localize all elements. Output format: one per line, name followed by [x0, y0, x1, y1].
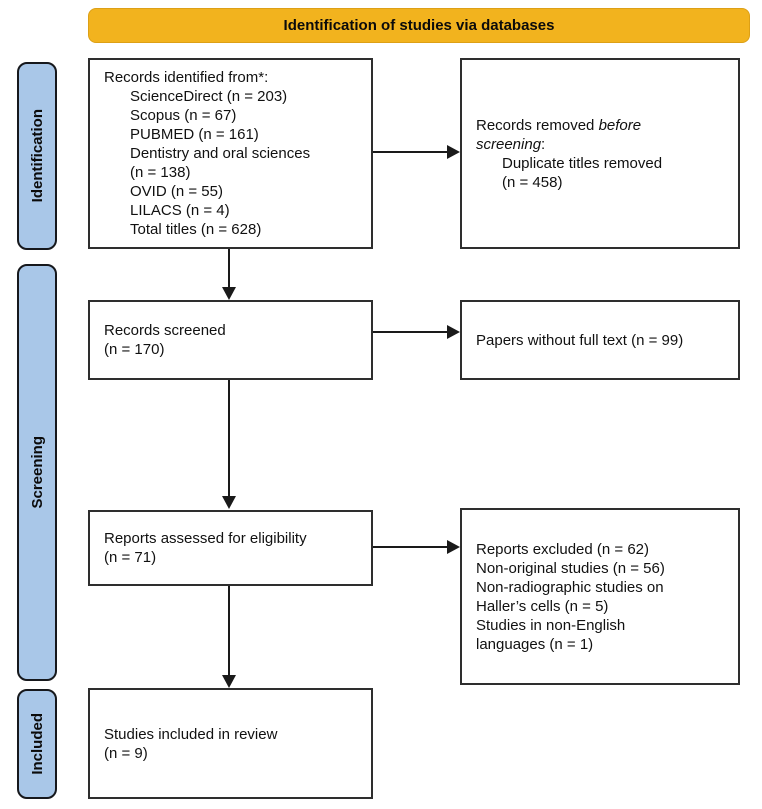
text-line: Dentistry and oral sciences [130, 145, 311, 162]
text-line: Records removed before [476, 116, 642, 134]
banner-label: Identification of studies via databases [283, 17, 555, 34]
text-line: ScienceDirect (n = 203) [130, 88, 288, 105]
arrowhead-identified-to-screened-icon [222, 287, 236, 300]
text-line: Papers without full text (n = 99) [476, 331, 684, 349]
stage-included: Included [17, 689, 57, 799]
text-line: (n = 9) [104, 744, 148, 762]
box-studies-included-text: Studies included in review(n = 9) [90, 717, 371, 771]
box-records-screened: Records screened (n = 170) [88, 300, 373, 380]
text-line: screening: [476, 135, 546, 153]
stage-screening-label: Screening [28, 436, 46, 509]
text-line: Non-radiographic studies on [476, 578, 664, 596]
text-line: Studies included in review [104, 725, 278, 743]
text-line: Studies in non-English [476, 616, 626, 634]
text-line: OVID (n = 55) [130, 183, 223, 200]
stage-identification: Identification [17, 62, 57, 250]
box-reports-assessed: Reports assessed for eligibility (n = 71) [88, 510, 373, 586]
arrow-screened-to-assessed [228, 380, 230, 497]
stage-included-label: Included [28, 713, 46, 775]
box-reports-excluded: Reports excluded (n = 62)Non-original st… [460, 508, 740, 685]
arrow-identified-to-removed [373, 151, 449, 153]
text-line: Records identified from*: [104, 69, 269, 86]
box-papers-without-full-text-text: Papers without full text (n = 99) [462, 323, 738, 358]
arrowhead-identified-to-removed-icon [447, 145, 460, 159]
text-line: Reports assessed for eligibility [104, 530, 307, 547]
text-line: PUBMED (n = 161) [130, 126, 259, 143]
arrowhead-assessed-to-excluded-icon [447, 540, 460, 554]
box-records-screened-text: Records screened (n = 170) [90, 313, 371, 367]
box-papers-without-full-text: Papers without full text (n = 99) [460, 300, 740, 380]
text-line: (n = 138) [130, 164, 191, 181]
text-line: LILACS (n = 4) [130, 202, 230, 219]
text-line: (n = 458) [502, 173, 563, 191]
text-line: (n = 170) [104, 341, 165, 358]
arrow-identified-to-screened [228, 249, 230, 288]
text-line: languages (n = 1) [476, 635, 594, 653]
text-line: (n = 71) [104, 549, 157, 566]
stage-identification-label: Identification [28, 109, 46, 203]
stage-screening: Screening [17, 264, 57, 681]
text-line: Records screened [104, 322, 226, 339]
box-records-identified-text: Records identified from*: ScienceDirect (… [90, 60, 371, 247]
arrow-assessed-to-excluded [373, 546, 449, 548]
arrow-screened-to-no-fulltext [373, 331, 449, 333]
arrow-assessed-to-included [228, 586, 230, 676]
box-reports-excluded-text: Reports excluded (n = 62)Non-original st… [462, 532, 738, 662]
arrowhead-assessed-to-included-icon [222, 675, 236, 688]
box-reports-assessed-text: Reports assessed for eligibility (n = 71) [90, 521, 371, 575]
text-line: Reports excluded (n = 62) [476, 540, 650, 558]
banner-identification-via-databases: Identification of studies via databases [88, 8, 750, 43]
text-line: Duplicate titles removed [502, 154, 663, 172]
arrowhead-screened-to-no-fulltext-icon [447, 325, 460, 339]
text-line: Haller’s cells (n = 5) [476, 597, 609, 615]
box-records-identified: Records identified from*: ScienceDirect (… [88, 58, 373, 249]
text-line: Non-original studies (n = 56) [476, 559, 665, 577]
box-studies-included: Studies included in review(n = 9) [88, 688, 373, 799]
text-line: Total titles (n = 628) [130, 221, 262, 238]
text-line: Scopus (n = 67) [130, 107, 237, 124]
arrowhead-screened-to-assessed-icon [222, 496, 236, 509]
